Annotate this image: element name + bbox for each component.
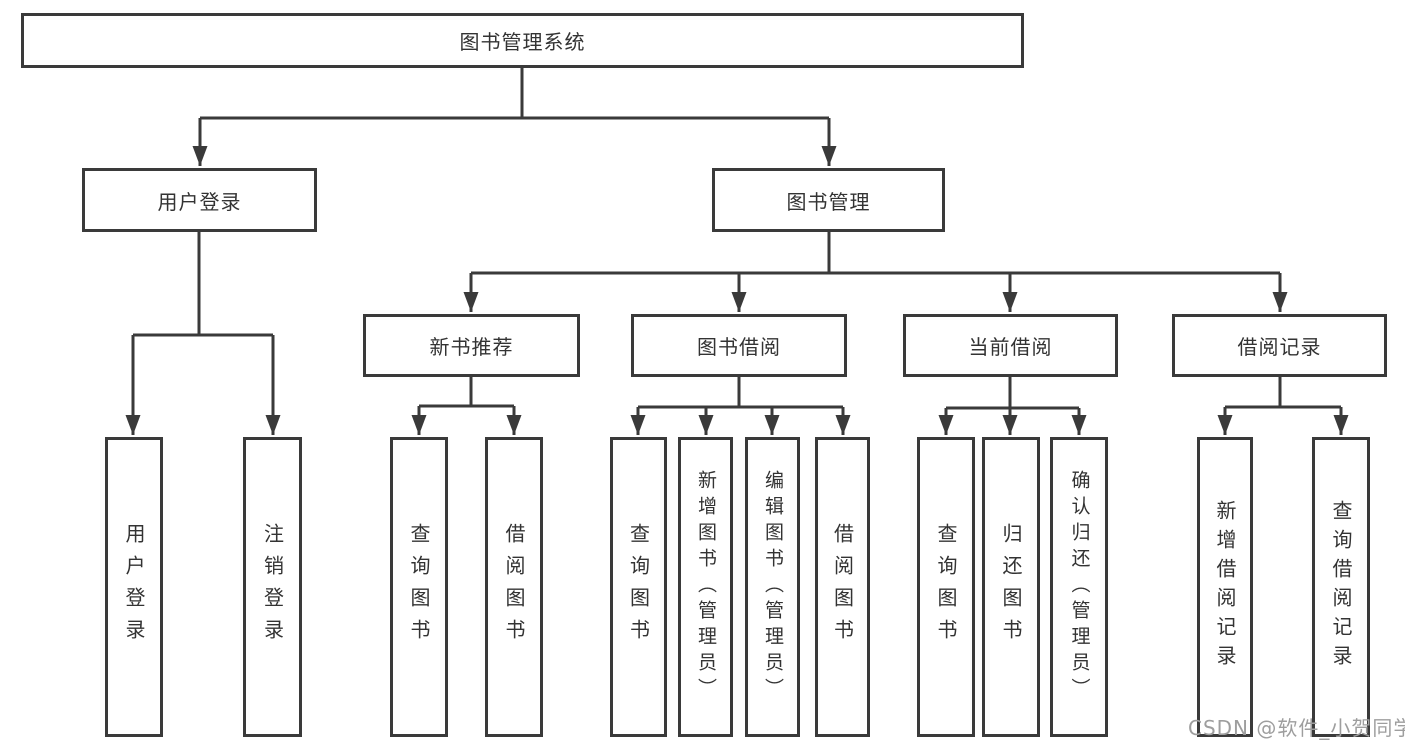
- leaf-add-book-admin-label: 新增图书（管理员）: [695, 470, 717, 704]
- node-borrow-records: 借阅记录: [1172, 314, 1387, 377]
- connector-root-to-level2: [192, 68, 837, 166]
- leaf-query-books-borrow-label: 查询图书: [626, 523, 651, 651]
- connector-current-to-leaves: [938, 377, 1087, 435]
- node-library-system-label: 图书管理系统: [459, 30, 586, 54]
- leaf-add-book-admin: 新增图书（管理员）: [678, 437, 733, 737]
- connector-records-to-leaves: [1217, 377, 1349, 435]
- connector-login-to-leaves: [125, 232, 281, 435]
- node-new-book-recommend: 新书推荐: [363, 314, 580, 377]
- connector-borrow-to-leaves: [630, 377, 851, 435]
- node-book-management: 图书管理: [712, 168, 945, 232]
- leaf-confirm-return-admin: 确认归还（管理员）: [1050, 437, 1108, 737]
- leaf-query-borrow-record-label: 查询借阅记录: [1329, 500, 1353, 674]
- leaf-confirm-return-admin-label: 确认归还（管理员）: [1068, 470, 1091, 704]
- leaf-borrow-books-borrow-label: 借阅图书: [830, 523, 855, 651]
- watermark: CSDN @软件_小贺同学: [1188, 716, 1405, 740]
- leaf-return-book: 归还图书: [982, 437, 1040, 737]
- leaf-logout: 注销登录: [243, 437, 302, 737]
- leaf-edit-book-admin: 编辑图书（管理员）: [745, 437, 800, 737]
- leaf-query-books-recommend: 查询图书: [390, 437, 448, 737]
- node-book-borrow: 图书借阅: [631, 314, 847, 377]
- leaf-add-borrow-record-label: 新增借阅记录: [1213, 500, 1237, 674]
- leaf-user-login-label: 用户登录: [122, 523, 146, 651]
- leaf-query-books-borrow: 查询图书: [610, 437, 667, 737]
- leaf-add-borrow-record: 新增借阅记录: [1197, 437, 1253, 737]
- node-new-book-recommend-label: 新书推荐: [429, 335, 514, 359]
- leaf-edit-book-admin-label: 编辑图书（管理员）: [762, 470, 784, 704]
- leaf-logout-label: 注销登录: [260, 523, 285, 651]
- connector-bookmgmt-to-level3: [463, 232, 1288, 312]
- leaf-return-book-label: 归还图书: [999, 523, 1023, 651]
- leaf-query-borrow-record: 查询借阅记录: [1312, 437, 1370, 737]
- leaf-query-books-recommend-label: 查询图书: [407, 523, 431, 651]
- node-book-borrow-label: 图书借阅: [697, 335, 781, 359]
- leaf-borrow-books-borrow: 借阅图书: [815, 437, 870, 737]
- node-current-borrow: 当前借阅: [903, 314, 1118, 377]
- leaf-query-books-current-label: 查询图书: [934, 523, 958, 651]
- node-user-login-label: 用户登录: [157, 189, 242, 214]
- leaf-query-books-current: 查询图书: [917, 437, 975, 737]
- node-borrow-records-label: 借阅记录: [1237, 335, 1322, 359]
- leaf-borrow-books-recommend: 借阅图书: [485, 437, 543, 737]
- node-user-login: 用户登录: [82, 168, 317, 232]
- leaf-user-login: 用户登录: [105, 437, 163, 737]
- node-book-management-label: 图书管理: [786, 189, 871, 214]
- node-current-borrow-label: 当前借阅: [968, 335, 1053, 359]
- connector-newbooks-to-leaves: [411, 377, 522, 435]
- leaf-borrow-books-recommend-label: 借阅图书: [502, 523, 526, 651]
- node-library-system: 图书管理系统: [21, 13, 1024, 68]
